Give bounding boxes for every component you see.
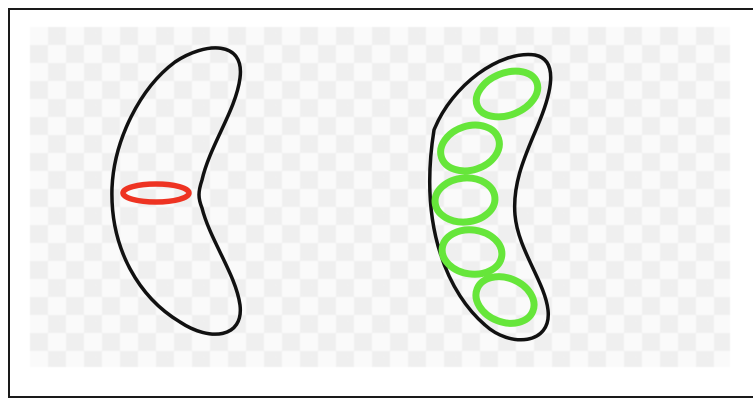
coil-loop-3: [433, 175, 497, 224]
dividing-cell-outline: [112, 48, 241, 334]
coiled-cell: [430, 55, 551, 340]
dividing-cell: [112, 48, 241, 334]
coil-loop-2: [435, 118, 506, 178]
constriction-ring: [123, 184, 189, 202]
cell-diagram: [0, 0, 753, 390]
coil-loop-4: [439, 226, 505, 278]
